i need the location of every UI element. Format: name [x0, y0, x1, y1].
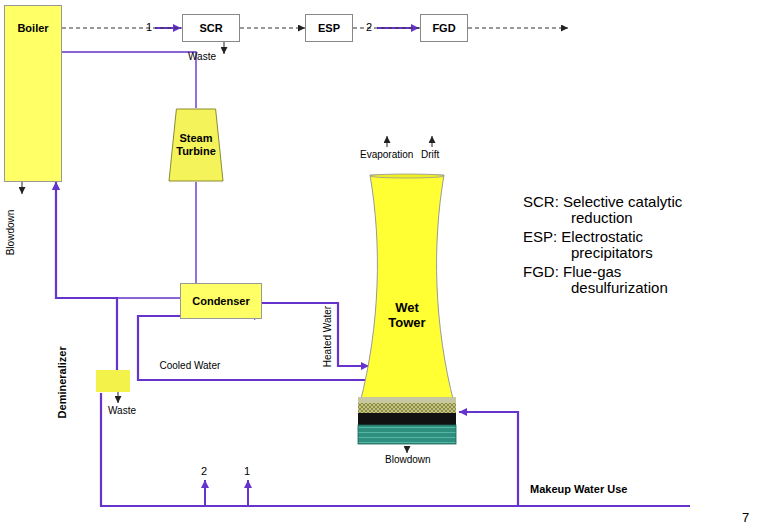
makeup-water-label: Makeup Water Use	[530, 483, 627, 495]
makeup-water-line	[101, 393, 690, 506]
flow-label: Cooled Water	[160, 360, 221, 371]
flue-gas-line	[353, 28, 420, 29]
water-line	[195, 182, 196, 283]
abbreviation-note: SCR: Selective catalytic reduction	[523, 194, 721, 226]
flue-gas-line	[62, 28, 182, 29]
blowdown-arrow	[407, 446, 408, 453]
node-text: Steam Turbine	[171, 132, 221, 157]
tower-rim	[370, 174, 444, 178]
water-line	[262, 303, 369, 366]
boiler-box: Boiler	[4, 5, 62, 182]
blowdown-arrow	[22, 182, 23, 194]
tower-fill-band	[358, 413, 456, 425]
abbreviation-note: FGD: Flue-gas desulfurization	[523, 264, 721, 296]
drift-arrow	[432, 136, 433, 147]
process-box: ESP	[305, 14, 353, 42]
callout-number: 2	[366, 21, 372, 33]
flue-gas-line	[240, 28, 305, 29]
node-text: Boiler	[17, 22, 48, 35]
water-line	[56, 182, 117, 370]
cooling-tower: Wet Tower	[352, 175, 462, 445]
tower-fill-band	[358, 403, 456, 413]
node-text: ESP	[318, 22, 340, 35]
node-text: Demineralizer	[56, 346, 69, 418]
blowdown-label: Blowdown	[385, 454, 431, 465]
makeup-water-line	[459, 412, 518, 506]
flue-gas-exit	[468, 28, 568, 29]
callout-number: 1	[244, 465, 250, 477]
water-branch-arrow	[204, 480, 206, 505]
water-line	[56, 182, 180, 298]
waste-arrow	[224, 42, 225, 54]
tower-shell	[360, 175, 454, 403]
demineralizer-box: Demineralizer	[96, 370, 130, 392]
waste-label: Waste	[188, 51, 216, 62]
turbine-shape: Steam Turbine	[168, 108, 224, 182]
evaporation-label: Evaporation	[360, 149, 413, 160]
node-text: Wet Tower	[380, 301, 435, 331]
water-branch-arrow	[247, 480, 249, 505]
process-box: FGD	[420, 14, 468, 42]
node-text: FGD	[432, 22, 455, 35]
flow-label: Heated Water	[322, 305, 333, 366]
waste-arrow	[118, 392, 119, 403]
callout-number: 1	[146, 21, 152, 33]
abbreviation-note: ESP: Electrostatic precipitators	[523, 229, 721, 261]
node-text: SCR	[199, 22, 222, 35]
waste-label: Waste	[108, 405, 136, 416]
condenser-box: Condenser	[180, 283, 262, 319]
callout-number: 2	[201, 465, 207, 477]
tower-spray	[358, 397, 456, 403]
process-box: SCR	[182, 14, 240, 42]
evaporation-arrow	[387, 136, 388, 147]
drift-label: Drift	[421, 149, 439, 160]
turbine-body	[169, 109, 223, 181]
blowdown-label: Blowdown	[5, 209, 16, 255]
water-line	[62, 52, 196, 108]
tower-basin	[358, 425, 456, 444]
page-number: 7	[742, 511, 749, 525]
node-text: Condenser	[192, 295, 249, 308]
